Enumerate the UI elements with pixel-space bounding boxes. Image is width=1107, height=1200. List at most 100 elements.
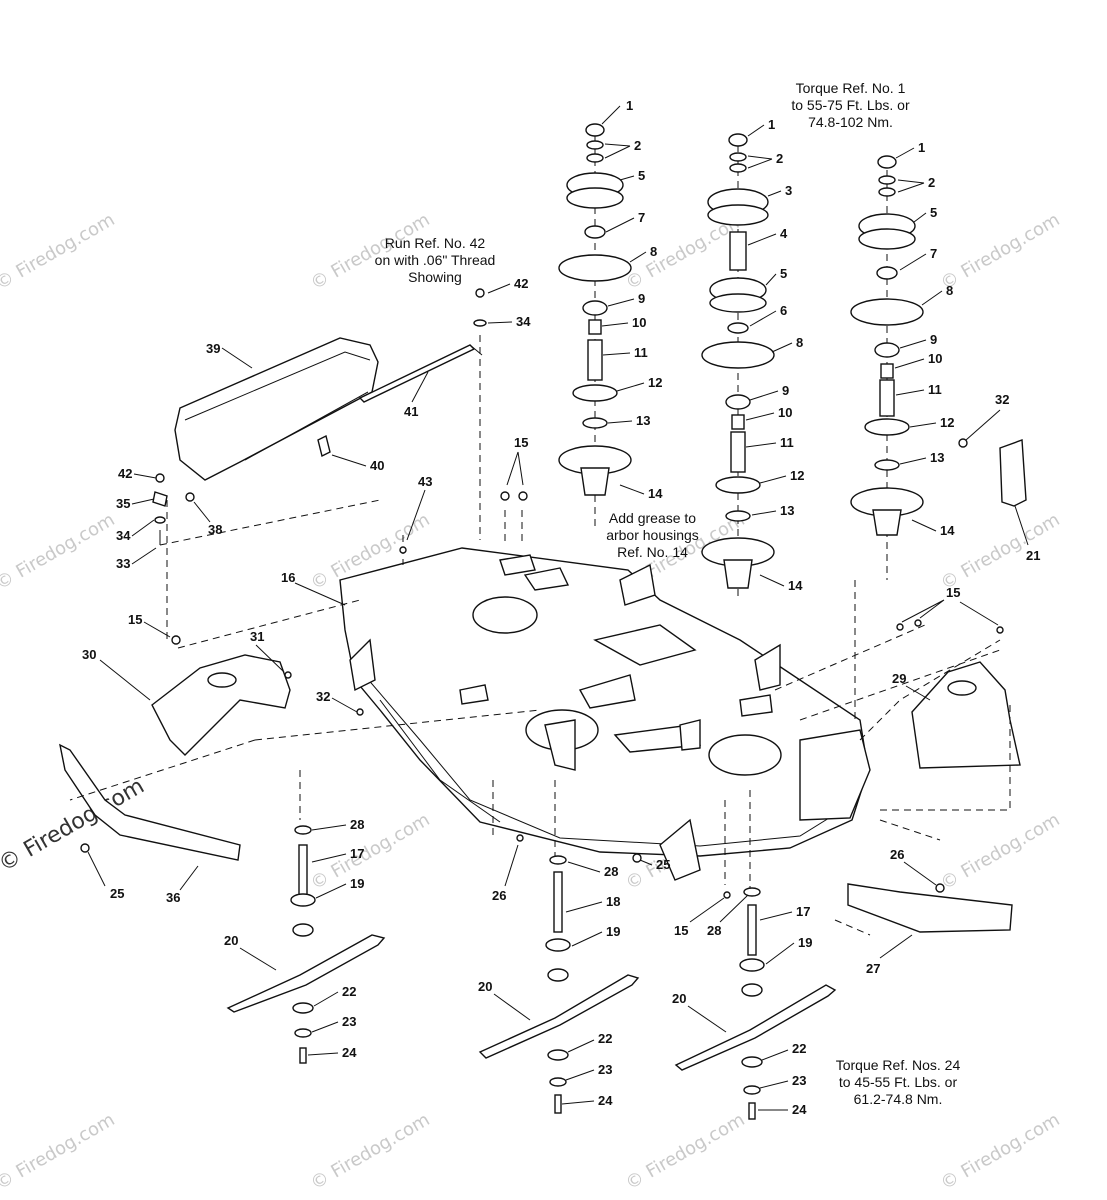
- torque-note-top-line-1: Torque Ref. No. 1: [795, 80, 906, 96]
- callout: 16: [281, 570, 295, 585]
- callout: 30: [82, 647, 96, 662]
- callout: 43: [418, 474, 432, 489]
- run-ref-note-line-2: on with .06" Thread: [374, 252, 496, 268]
- callout: 8: [796, 335, 803, 350]
- callout: 24: [598, 1093, 613, 1108]
- callout: 13: [780, 503, 794, 518]
- callout: 18: [606, 894, 620, 909]
- callout: 9: [638, 291, 645, 306]
- callout: 7: [638, 210, 645, 225]
- right-baffle: [847, 883, 1013, 933]
- callout: 13: [930, 450, 944, 465]
- callout: 5: [638, 168, 645, 183]
- callout: 28: [604, 864, 618, 879]
- callout: 8: [650, 244, 657, 259]
- callout: 28: [350, 817, 364, 832]
- watermark: © Firedog.com: [0, 1109, 118, 1194]
- spindle-stack-left: [558, 123, 632, 530]
- callout: 10: [632, 315, 646, 330]
- callout: 14: [940, 523, 955, 538]
- leader-lines: [87, 105, 1029, 1111]
- callout: 11: [928, 382, 942, 397]
- callout: 21: [1026, 548, 1040, 563]
- callout: 25: [110, 886, 124, 901]
- torque-note-bottom-line-2: to 45-55 Ft. Lbs. or: [838, 1074, 958, 1090]
- callout: 22: [342, 984, 356, 999]
- callout: 33: [116, 556, 130, 571]
- callout: 14: [648, 486, 663, 501]
- hardware-cluster-left: [152, 288, 487, 545]
- torque-note-top-line-2: to 55-75 Ft. Lbs. or: [791, 97, 910, 113]
- watermark: © Firedog.com: [307, 809, 433, 894]
- callout: 26: [890, 847, 904, 862]
- watermark: © Firedog.com: [937, 509, 1063, 594]
- torque-note-top: Torque Ref. No. 1 to 55-75 Ft. Lbs. or 7…: [768, 80, 933, 131]
- callout: 40: [370, 458, 384, 473]
- callout: 25: [656, 857, 670, 872]
- callout: 8: [946, 283, 953, 298]
- callout: 19: [798, 935, 812, 950]
- callout: 15: [946, 585, 960, 600]
- callout: 17: [350, 846, 364, 861]
- callout: 38: [208, 522, 222, 537]
- rod: [358, 344, 483, 403]
- torque-note-bottom-line-1: Torque Ref. Nos. 24: [835, 1057, 961, 1073]
- belt-cover: [174, 337, 379, 481]
- watermark: © Firedog.com: [937, 809, 1063, 894]
- callout: 28: [707, 923, 721, 938]
- callout: 34: [516, 314, 531, 329]
- run-ref-note-line-3: Showing: [408, 269, 462, 285]
- callout: 22: [792, 1041, 806, 1056]
- callout: 7: [930, 246, 937, 261]
- callout: 29: [892, 671, 906, 686]
- watermark: © Firedog.com: [307, 1109, 433, 1194]
- callout-numbers: 1 2 5 7 8 9 10 11 12 13 14 1 2 3 4 5 6 8…: [82, 98, 1040, 1117]
- callout: 9: [930, 332, 937, 347]
- callout: 5: [780, 266, 787, 281]
- callout: 2: [928, 175, 935, 190]
- callout: 17: [796, 904, 810, 919]
- callout: 9: [782, 383, 789, 398]
- watermark: © Firedog.com: [0, 209, 118, 294]
- callout: 39: [206, 341, 220, 356]
- spindle-stack-center: [701, 133, 775, 600]
- grease-note-line-3: Ref. No. 14: [617, 544, 688, 560]
- run-ref-note: Run Ref. No. 42 on with .06" Thread Show…: [360, 235, 510, 286]
- callout: 11: [634, 345, 648, 360]
- callout: 10: [778, 405, 792, 420]
- callout: 15: [514, 435, 528, 450]
- callout: 42: [514, 276, 528, 291]
- callout: 24: [792, 1102, 807, 1117]
- callout: 42: [118, 466, 132, 481]
- callout: 32: [995, 392, 1009, 407]
- callout: 20: [478, 979, 492, 994]
- right-shield: [911, 661, 1021, 769]
- callout: 12: [940, 415, 954, 430]
- run-ref-note-line-1: Run Ref. No. 42: [384, 235, 486, 251]
- callout: 3: [785, 183, 792, 198]
- callout: 41: [404, 404, 418, 419]
- blade-assembly-center: [478, 855, 640, 1114]
- callout: 6: [780, 303, 787, 318]
- callout: 15: [674, 923, 688, 938]
- callout: 4: [780, 226, 788, 241]
- callout: 26: [492, 888, 506, 903]
- mower-deck-shell: [339, 547, 871, 881]
- callout: 13: [636, 413, 650, 428]
- callout: 31: [250, 629, 264, 644]
- callout: 2: [634, 138, 641, 153]
- callout: 19: [606, 924, 620, 939]
- callout: 19: [350, 876, 364, 891]
- callout: 27: [866, 961, 880, 976]
- callout: 23: [598, 1062, 612, 1077]
- callout: 10: [928, 351, 942, 366]
- callout: 12: [648, 375, 662, 390]
- callout: 32: [316, 689, 330, 704]
- grease-note-line-1: Add grease to: [608, 510, 697, 526]
- callout: 36: [166, 890, 180, 905]
- callout: 20: [224, 933, 238, 948]
- callout: 24: [342, 1045, 357, 1060]
- watermark: © Firedog.com: [0, 509, 118, 594]
- callout: 23: [342, 1014, 356, 1029]
